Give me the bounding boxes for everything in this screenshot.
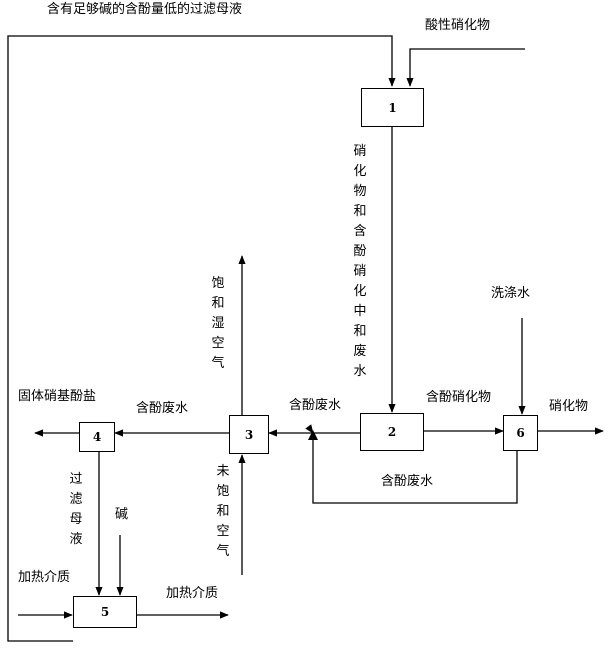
solid-nitrophenol-salt-label: 固体硝基酚盐: [18, 389, 97, 404]
alkali-label: 碱: [115, 507, 129, 522]
acidic-nitrate-line: [406, 48, 525, 87]
unit-5-box: 5: [73, 596, 137, 628]
saturated-humid-air-label: 饱和湿空气: [211, 276, 225, 371]
return-loop-line: [312, 433, 518, 504]
unit-1-box: 1: [361, 88, 424, 127]
nitrate-phenol-neutral-wastewater-label: 硝化物和含酚硝化中和废水: [353, 144, 367, 379]
return-loop-arrowhead: [308, 430, 318, 440]
unit-2-box: 2: [360, 413, 424, 451]
unit-2-number: 2: [387, 425, 397, 439]
recycle-mother-liquor-label: 含有足够碱的含酚量低的过滤母液: [47, 2, 243, 17]
phenol-wastewater-3-to-4-label: 含酚废水: [136, 401, 189, 416]
unsaturated-air-label: 未饱和空气: [216, 464, 230, 559]
unit-1-number: 1: [388, 100, 397, 115]
unit-4-box: 4: [79, 422, 115, 452]
unit-3-box: 3: [229, 415, 269, 454]
unit-6-number: 6: [516, 426, 525, 440]
wash-water-label: 洗涤水: [491, 286, 531, 301]
heating-medium-out-label: 加热介质: [166, 586, 219, 601]
unit-3-number: 3: [244, 427, 254, 442]
phenol-nitrate-label: 含酚硝化物: [426, 390, 492, 405]
nitrate-product-label: 硝化物: [549, 399, 589, 414]
unit-6-box: 6: [503, 415, 538, 451]
recycle-line: [7, 35, 396, 642]
unit-5-number: 5: [100, 605, 110, 619]
filter-mother-liquor-label: 过滤母液: [69, 472, 83, 547]
phenol-wastewater-return-label: 含酚废水: [381, 474, 434, 489]
phenol-wastewater-2-to-3-label: 含酚废水: [289, 398, 342, 413]
unit-4-number: 4: [92, 430, 102, 444]
heating-medium-in-label: 加热介质: [18, 570, 71, 585]
acidic-nitrate-label: 酸性硝化物: [425, 18, 491, 33]
